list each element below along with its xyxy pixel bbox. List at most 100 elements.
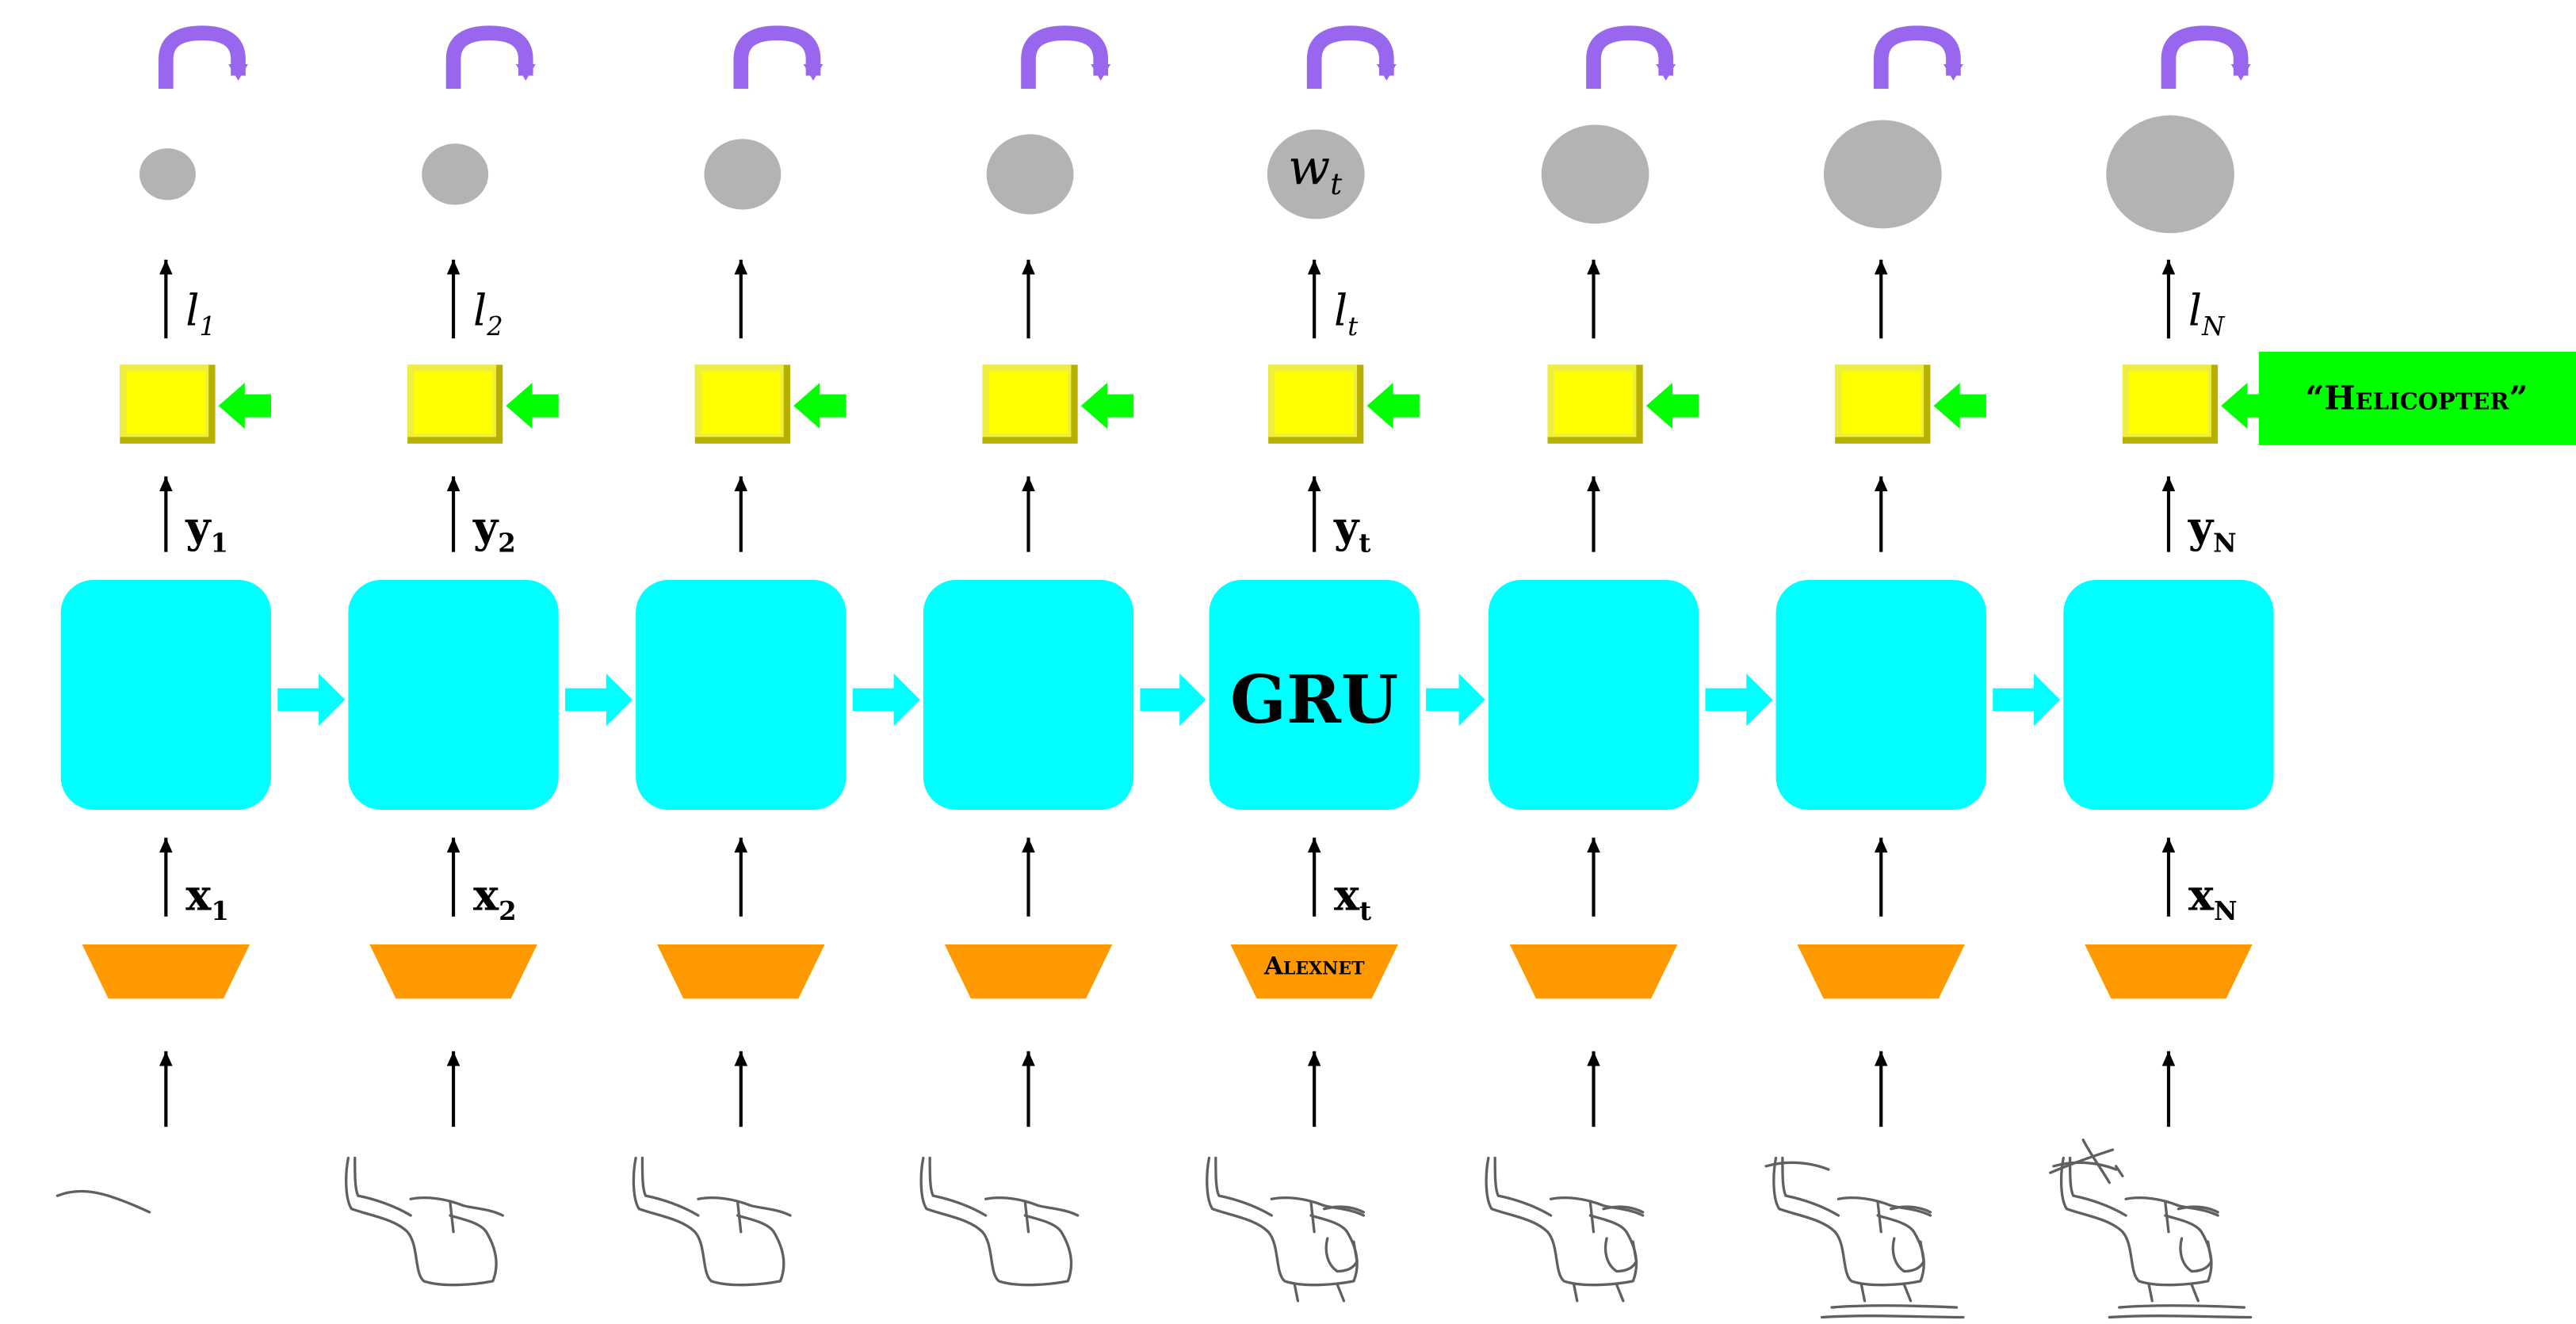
- gru-cell: [1488, 579, 1699, 811]
- sketch-stroke: [2177, 1205, 2219, 1214]
- timestep-column: [1764, 25, 2061, 1319]
- sketch-stroke: [2190, 1283, 2200, 1303]
- gru-cell: [60, 579, 271, 811]
- recurrent-arrow: [277, 673, 346, 727]
- input-label: x2: [473, 869, 517, 925]
- loss-label-subscript: 2: [486, 311, 503, 341]
- weight-circle: [704, 139, 782, 210]
- loss-box: [701, 371, 781, 434]
- loss-box: [1275, 371, 1354, 434]
- sketch-stroke: [2164, 1200, 2170, 1234]
- loss-box: [414, 371, 493, 434]
- sketch-stroke: [2114, 1165, 2124, 1177]
- weight-circle: [139, 148, 196, 200]
- label-arrow: [1366, 383, 1420, 429]
- loss-label-symbol: l: [185, 286, 199, 336]
- weight-circle: [1823, 120, 1942, 229]
- sketch-stroke: [1293, 1283, 1300, 1303]
- sketch-stroke: [984, 1196, 1080, 1217]
- output-label: y1: [185, 502, 228, 558]
- loss-label-symbol: l: [2188, 286, 2202, 336]
- output-label-symbol: y: [185, 502, 212, 552]
- loss-box: [988, 371, 1068, 434]
- input-label: xN: [2188, 869, 2238, 925]
- sketch-stroke: [1270, 1196, 1366, 1217]
- loss-box: [1554, 371, 1634, 434]
- sketch-stroke: [2049, 1148, 2115, 1174]
- timestep-column: [1485, 25, 1773, 1303]
- sketch-stroke: [1324, 1237, 1359, 1273]
- output-label-symbol: y: [2188, 502, 2215, 552]
- recurrent-arrow: [1705, 673, 1773, 727]
- gru-cell: [636, 579, 847, 811]
- sketch-stroke: [2059, 1156, 2213, 1287]
- sketch-stroke: [1615, 1283, 1625, 1303]
- label-arrow: [793, 383, 847, 429]
- input-label-subscript: t: [1359, 896, 1371, 926]
- sketch-stroke: [1820, 1314, 1965, 1319]
- output-label-subscript: N: [2213, 528, 2237, 559]
- weight-circle: [986, 134, 1074, 215]
- sketch-stroke: [640, 1156, 700, 1217]
- sketch-stroke: [1876, 1200, 1882, 1234]
- sketch-stroke: [1859, 1283, 1867, 1303]
- sketch-stroke: [2179, 1237, 2213, 1273]
- timestep-column: [632, 25, 920, 1287]
- sketch-stroke: [55, 1189, 151, 1214]
- sketch-stroke: [1485, 1156, 1638, 1287]
- sketch-stroke: [2118, 1304, 2245, 1309]
- cnn-block: [82, 944, 250, 999]
- gru-cell: [923, 579, 1134, 811]
- sketch-stroke: [919, 1156, 1073, 1287]
- weight-label-symbol: w: [1288, 138, 1330, 196]
- sketch-stroke: [2124, 1196, 2219, 1217]
- sketch-stroke: [697, 1196, 792, 1217]
- helicopter-sketch: [2049, 1138, 2253, 1319]
- helicopter-sketch: [1485, 1156, 1645, 1303]
- sketch-stroke: [2081, 1138, 2112, 1185]
- loss-label-subscript: N: [2201, 311, 2226, 341]
- loss-label: l2: [473, 286, 503, 341]
- cnn-label: Alexnet: [1263, 952, 1365, 980]
- gru-cell: [2063, 579, 2274, 811]
- cnn-block: [369, 944, 537, 999]
- input-label-symbol: x: [185, 869, 212, 920]
- helicopter-sketch: [1206, 1156, 1366, 1303]
- loss-label: lt: [1334, 286, 1359, 341]
- sketch-stroke: [632, 1156, 785, 1287]
- recurrence-arrow: [733, 25, 824, 90]
- loss-label-subscript: 1: [199, 311, 216, 341]
- input-label-subscript: 1: [211, 896, 229, 926]
- loss-label-symbol: l: [473, 286, 487, 336]
- sketch-stroke: [1493, 1156, 1553, 1217]
- sketch-stroke: [1588, 1200, 1596, 1234]
- helicopter-sketch: [345, 1156, 504, 1287]
- output-label: y2: [472, 502, 516, 558]
- sketch-stroke: [1772, 1156, 1925, 1287]
- loss-box: [126, 371, 206, 434]
- sketch-stroke: [1890, 1205, 1932, 1214]
- recurrence-arrow: [445, 25, 536, 90]
- sketch-stroke: [1603, 1237, 1638, 1273]
- sketch-stroke: [1602, 1205, 1645, 1214]
- loss-label: lN: [2188, 286, 2226, 341]
- output-label: yt: [1333, 502, 1370, 558]
- weight-circle: [1267, 129, 1365, 219]
- helicopter-sketch: [919, 1156, 1080, 1287]
- sketch-stroke: [1830, 1304, 1959, 1309]
- cnn-block: [657, 944, 825, 999]
- cnn-block: [2085, 944, 2253, 999]
- loss-label-symbol: l: [1334, 286, 1347, 336]
- sketch-stroke: [1891, 1237, 1925, 1273]
- recurrent-arrow: [1426, 673, 1485, 727]
- input-label-subscript: 2: [499, 896, 517, 926]
- sketch-stroke: [2147, 1283, 2154, 1303]
- class-label-box: “Helicopter”: [2258, 351, 2576, 445]
- sketch-stroke: [1836, 1196, 1932, 1217]
- gru-cell: [1209, 579, 1420, 811]
- sketch-stroke: [409, 1196, 504, 1217]
